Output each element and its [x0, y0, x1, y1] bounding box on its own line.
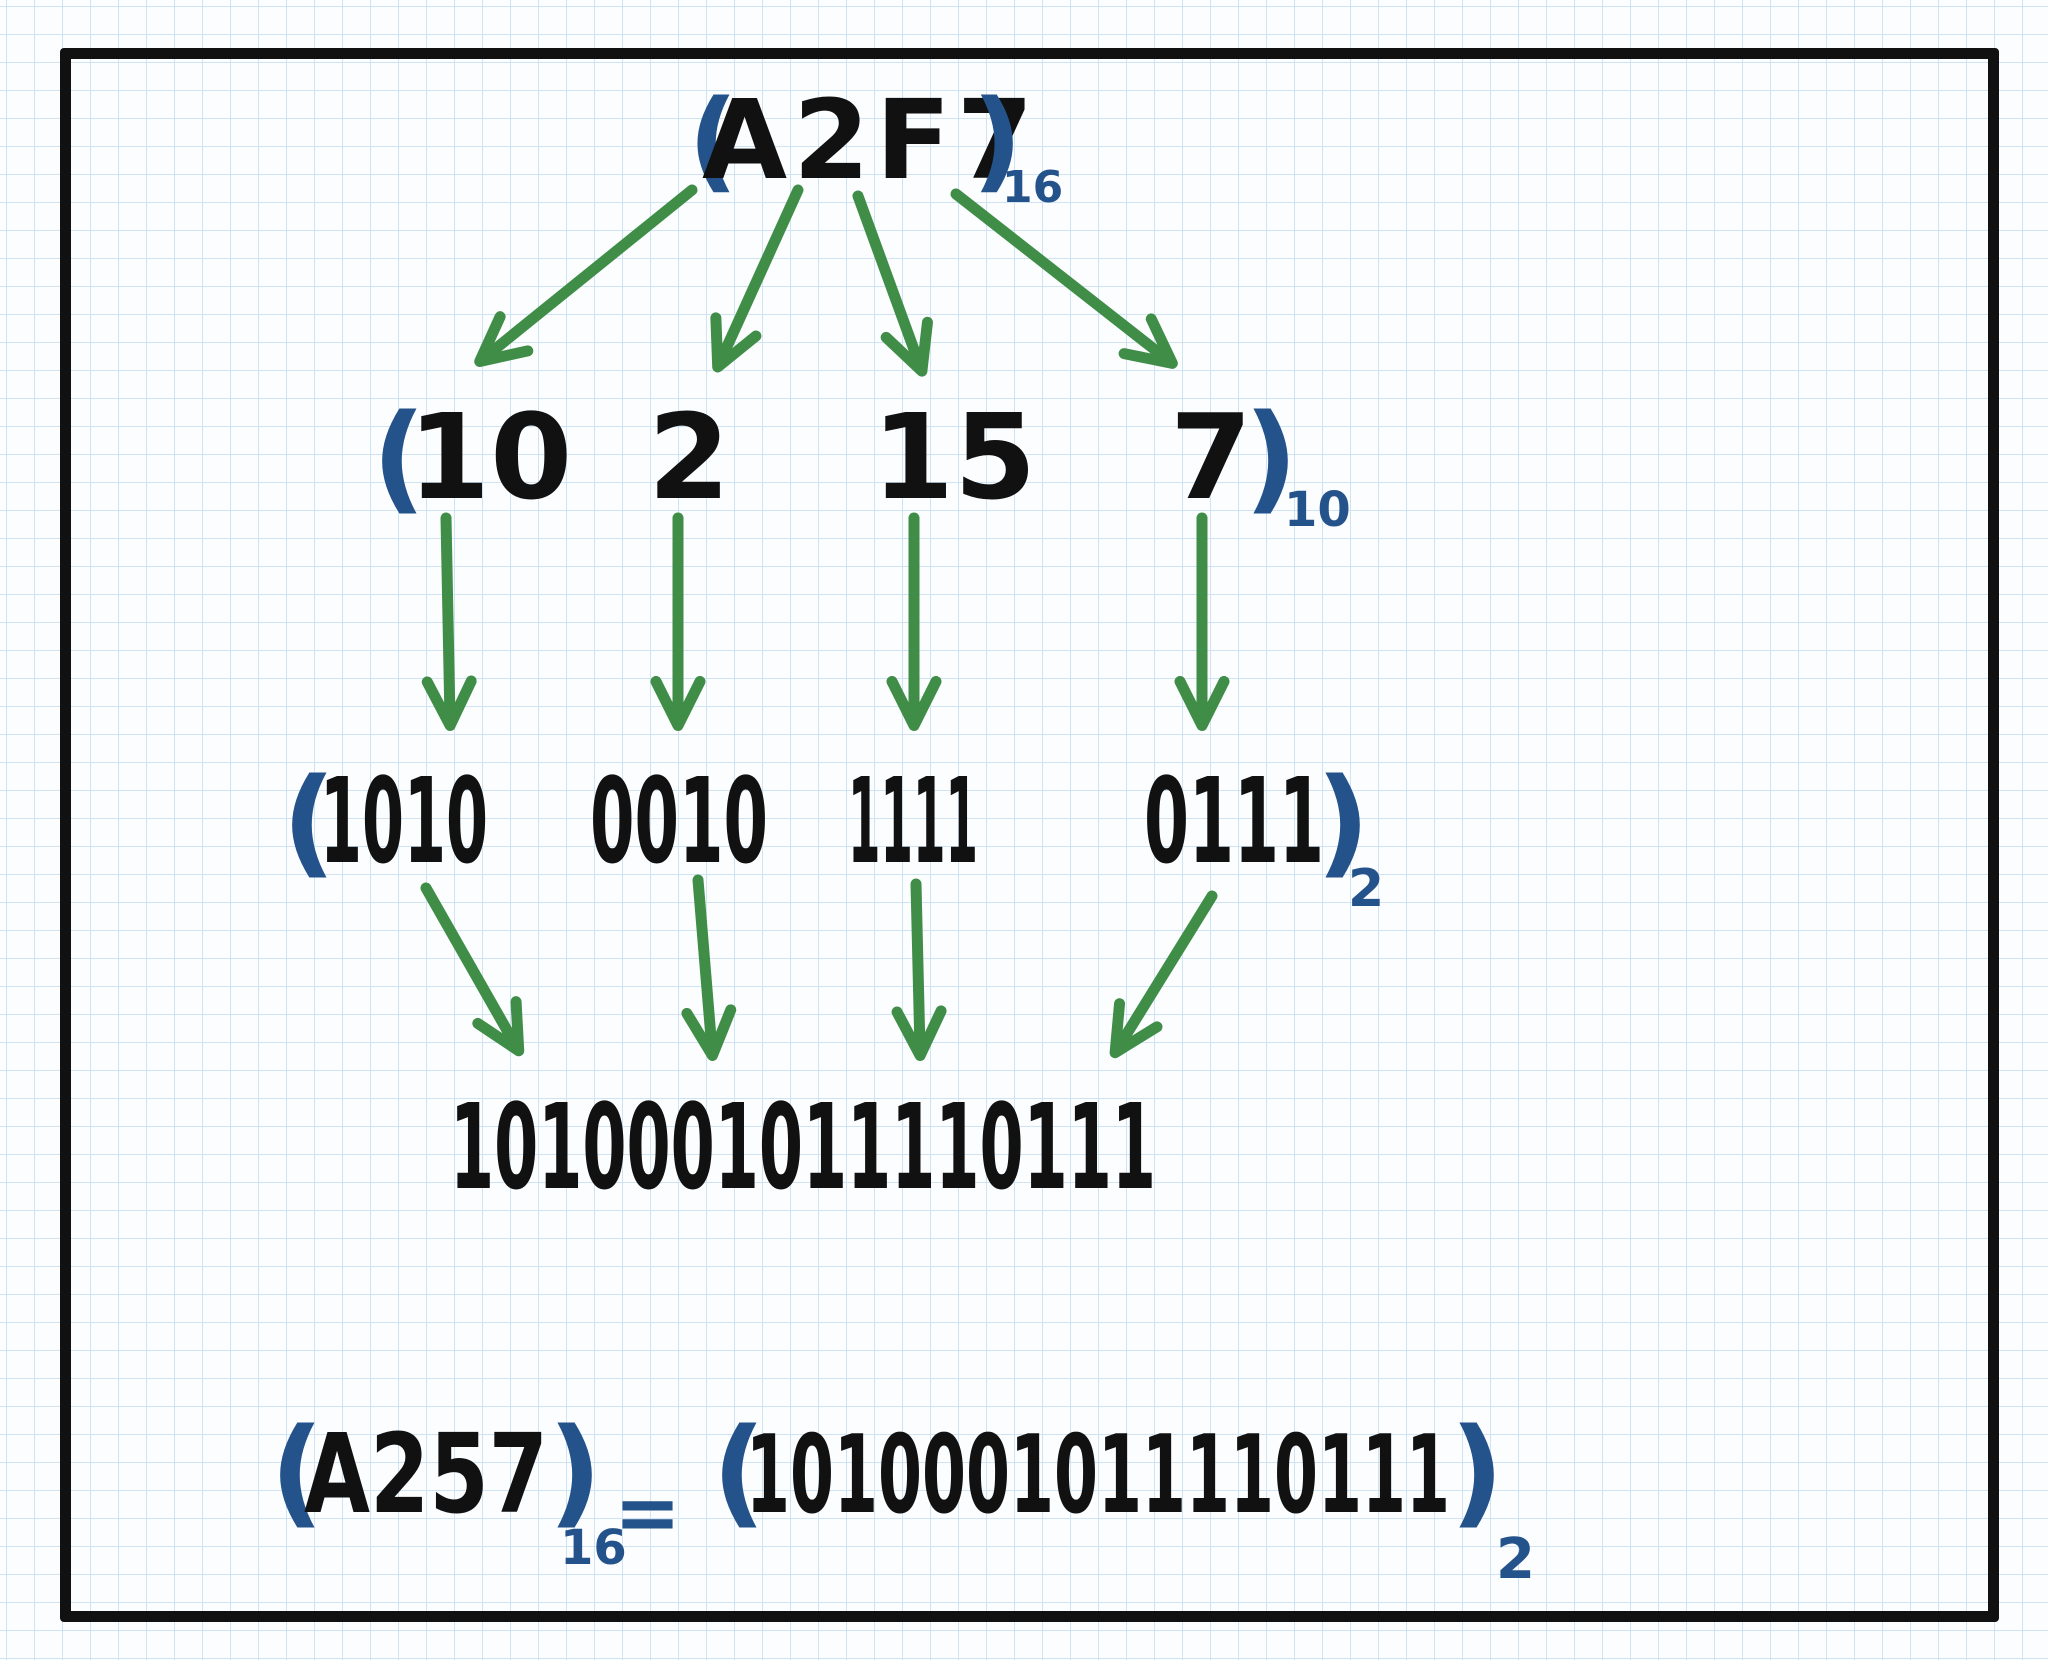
hex-to-decimal-arrows: [474, 184, 1178, 377]
decimal-open-paren: (: [372, 388, 426, 526]
arrow-bin-0111: [1109, 890, 1218, 1059]
decimal-value-7: 7: [1170, 388, 1252, 526]
decimal-base-subscript: 10: [1284, 482, 1351, 538]
rhs-binary-digits: 1010001011110111: [746, 1413, 1450, 1538]
decimal-to-binary-arrows: [421, 512, 1230, 731]
rhs-close-paren: ): [1450, 1402, 1504, 1540]
rhs-base-subscript: 2: [1496, 1527, 1535, 1592]
binary-close-paren: ): [1316, 752, 1370, 890]
arrow-hex-a: [474, 184, 698, 367]
arrow-bin-1010: [420, 882, 525, 1057]
binary-base-subscript: 2: [1348, 859, 1384, 919]
arrow-bin-0010: [681, 874, 737, 1061]
lhs-open-paren: (: [270, 1402, 324, 1540]
binary-group-1111: 1111: [848, 752, 978, 890]
arrow-hex-7: [950, 188, 1178, 369]
equals-sign: =: [614, 1466, 681, 1559]
decimal-value-2: 2: [648, 388, 730, 526]
top-hex-number: ( A2F7 ) 16: [688, 76, 1063, 213]
binary-group-0111: 0111: [1144, 752, 1324, 890]
decimal-value-15: 15: [872, 388, 1036, 526]
arrow-hex-f: [852, 190, 933, 377]
binary-row: ( 1010 0010 1111 0111 ) 2: [282, 752, 1384, 919]
arrow-bin-1111: [891, 878, 947, 1061]
combined-binary-string: 1010001011110111: [450, 1078, 1156, 1216]
top-base-subscript: 16: [1002, 162, 1063, 213]
lhs-hex-digits: A257: [304, 1410, 548, 1538]
decimal-value-10: 10: [408, 388, 572, 526]
top-close-paren: ): [972, 76, 1022, 204]
lhs-base-subscript: 16: [560, 1520, 627, 1576]
top-hex-digits: A2F7: [702, 76, 1039, 204]
arrow-hex-2: [710, 184, 804, 373]
decimal-close-paren: ): [1244, 388, 1298, 526]
binary-to-combined-arrows: [420, 874, 1218, 1061]
diagram-frame: [60, 48, 1999, 1622]
binary-group-0010: 0010: [590, 752, 768, 890]
lhs-close-paren: ): [548, 1402, 602, 1540]
rhs-open-paren: (: [712, 1402, 766, 1540]
arrow-dec-10: [421, 512, 477, 731]
binary-group-1010: 1010: [320, 752, 488, 890]
final-equation: ( A257 ) 16 = ( 1010001011110111 ) 2: [270, 1402, 1535, 1592]
binary-open-paren: (: [282, 752, 336, 890]
top-open-paren: (: [688, 76, 738, 204]
decimal-row: ( 10 2 15 7 ) 10: [372, 388, 1351, 538]
